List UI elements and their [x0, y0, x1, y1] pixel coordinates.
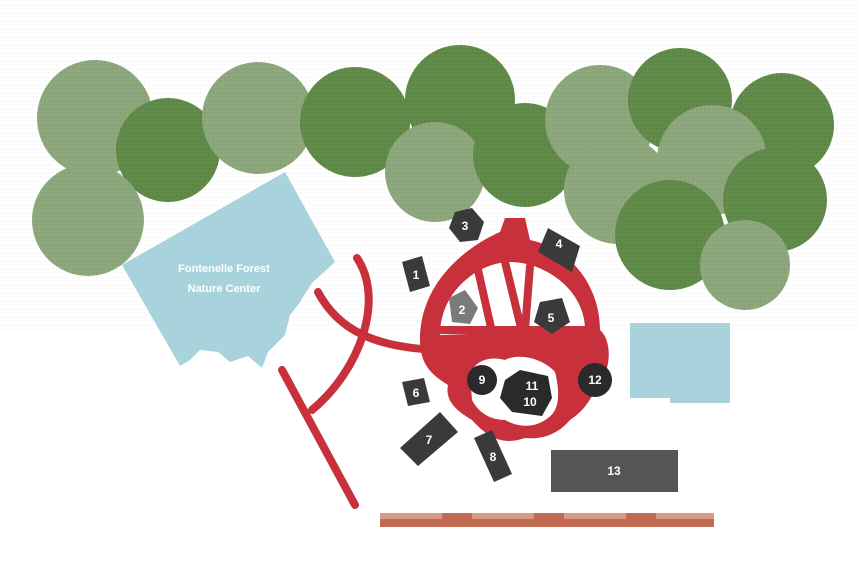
marker-11: 11 — [526, 379, 539, 393]
walkway — [380, 513, 714, 527]
svg-text:9: 9 — [479, 373, 486, 387]
svg-text:8: 8 — [490, 450, 497, 464]
marker-13[interactable]: 13 — [551, 450, 678, 492]
marker-8[interactable]: 8 — [474, 430, 512, 482]
marker-10: 10 — [523, 395, 537, 409]
marker-10-11[interactable]: 11 10 — [500, 370, 552, 416]
svg-text:12: 12 — [588, 373, 602, 387]
marker-5[interactable]: 5 — [534, 298, 570, 334]
markers: 1 2 3 4 5 6 7 8 — [400, 208, 678, 492]
marker-12[interactable]: 12 — [578, 363, 612, 397]
marker-4[interactable]: 4 — [538, 228, 580, 272]
trail-path — [278, 366, 359, 509]
small-building[interactable] — [630, 323, 730, 403]
svg-text:1: 1 — [413, 268, 420, 282]
svg-text:13: 13 — [607, 464, 621, 478]
building-name-line1: Fontenelle Forest — [178, 263, 270, 275]
marker-7[interactable]: 7 — [400, 412, 458, 466]
building-name-line2: Nature Center — [188, 283, 261, 295]
marker-6[interactable]: 6 — [402, 378, 430, 406]
marker-1[interactable]: 1 — [402, 256, 430, 292]
svg-text:5: 5 — [548, 311, 555, 325]
trail-network — [278, 254, 444, 509]
tree-canopy — [0, 0, 860, 330]
trail-path — [314, 288, 444, 354]
marker-3[interactable]: 3 — [449, 208, 484, 242]
loop-spokes — [436, 258, 589, 336]
marker-9[interactable]: 9 — [467, 365, 497, 395]
svg-text:3: 3 — [462, 219, 469, 233]
svg-text:7: 7 — [426, 433, 433, 447]
svg-text:2: 2 — [459, 303, 466, 317]
svg-text:6: 6 — [413, 386, 420, 400]
svg-text:4: 4 — [556, 237, 563, 251]
marker-2[interactable]: 2 — [449, 290, 478, 324]
nature-center-building[interactable]: Fontenelle Forest Nature Center — [122, 172, 335, 368]
